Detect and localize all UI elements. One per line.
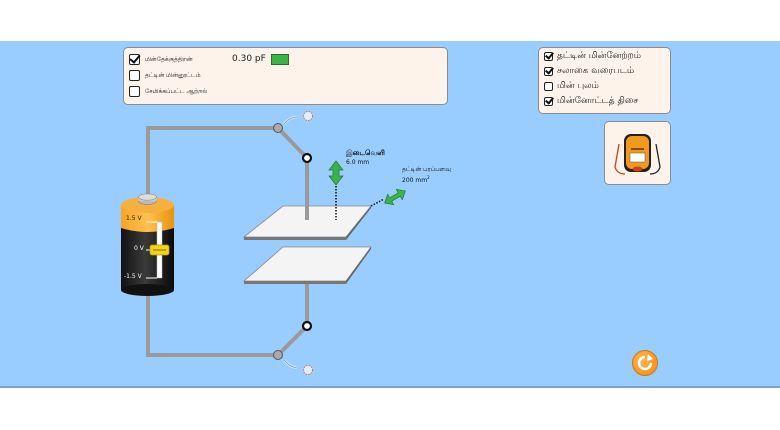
top-switch-toggle[interactable] [283,111,313,125]
bar-graphs-checkbox[interactable] [544,67,553,76]
battery-top-label: 1.5 V [126,215,142,222]
battery-mid-label: 0 V [134,245,144,252]
reset-button[interactable] [632,350,658,376]
stored-energy-label: சேமிக்கப்பட்ட ஆற்றல் [145,87,208,95]
plate-charge-checkbox-row[interactable]: தட்டின் மின்னூட்டம் [129,70,201,81]
current-direction-option[interactable]: மின்னோட்டத் திசை [544,96,638,107]
current-direction-label: மின்னோட்டத் திசை [557,96,639,106]
stored-energy-checkbox-row[interactable]: சேமிக்கப்பட்ட ஆற்றல் [129,86,207,97]
top-switch-pivot [273,123,283,133]
bottom-plate [242,246,372,284]
capacitance-label: மின்தேக்குத்திறன் [145,55,193,63]
top-plate [242,205,372,240]
area-guide [370,198,385,207]
battery-bottom-label: -1.5 V [124,273,142,280]
plate-charges-checkbox[interactable] [544,52,553,61]
plate-charge-checkbox[interactable] [129,70,140,81]
electric-field-option[interactable]: மின் புலம் [544,81,599,92]
plate-area-label: தட்டின் பரப்பளவு [402,166,451,173]
capacitance-value: 0.30 pF [232,54,266,64]
stored-energy-checkbox[interactable] [129,86,140,97]
bottom-switch-toggle[interactable] [283,359,313,375]
current-direction-checkbox[interactable] [544,97,553,106]
plate-area-drag-handle[interactable] [382,186,409,208]
voltmeter-icon [614,134,661,175]
plate-area-unit-exponent: 2 [427,175,430,180]
battery [121,193,174,296]
plate-charges-label: தட்டின் மின்னேற்றம் [557,51,641,61]
bottom-wire [146,282,309,357]
bottom-switch-pivot [273,350,283,360]
electric-field-label: மின் புலம் [557,81,599,91]
separation-drag-handle[interactable] [328,160,344,186]
capacitance-checkbox-row[interactable]: மின்தேக்குத்திறன் [129,54,193,65]
view-options-panel: தட்டின் மின்னேற்றம் சலாகை வரைபடம் மின் ப… [538,47,671,114]
bottom-plate-connector [301,320,313,332]
top-plate-connector [301,152,313,164]
bar-graphs-label: சலாகை வரைபடம் [557,66,635,76]
electric-field-checkbox[interactable] [544,82,553,91]
plate-area-number: 200 mm [402,177,428,184]
capacitance-color-swatch [271,54,289,65]
plate-charges-option[interactable]: தட்டின் மின்னேற்றம் [544,51,641,62]
voltmeter-toolbox-button[interactable] [604,121,671,185]
plate-area-value: 200 mm2 [402,175,430,184]
separation-value: 6.0 mm [346,159,370,166]
plate-charge-label: தட்டின் மின்னூட்டம் [145,71,201,79]
bar-graphs-option[interactable]: சலாகை வரைபடம் [544,66,634,77]
reset-icon [637,354,653,371]
separation-label: இடைவெளி [346,149,385,157]
capacitance-checkbox[interactable] [129,54,140,65]
measurement-panel: மின்தேக்குத்திறன் 0.30 pF தட்டின் மின்னூ… [123,47,448,105]
